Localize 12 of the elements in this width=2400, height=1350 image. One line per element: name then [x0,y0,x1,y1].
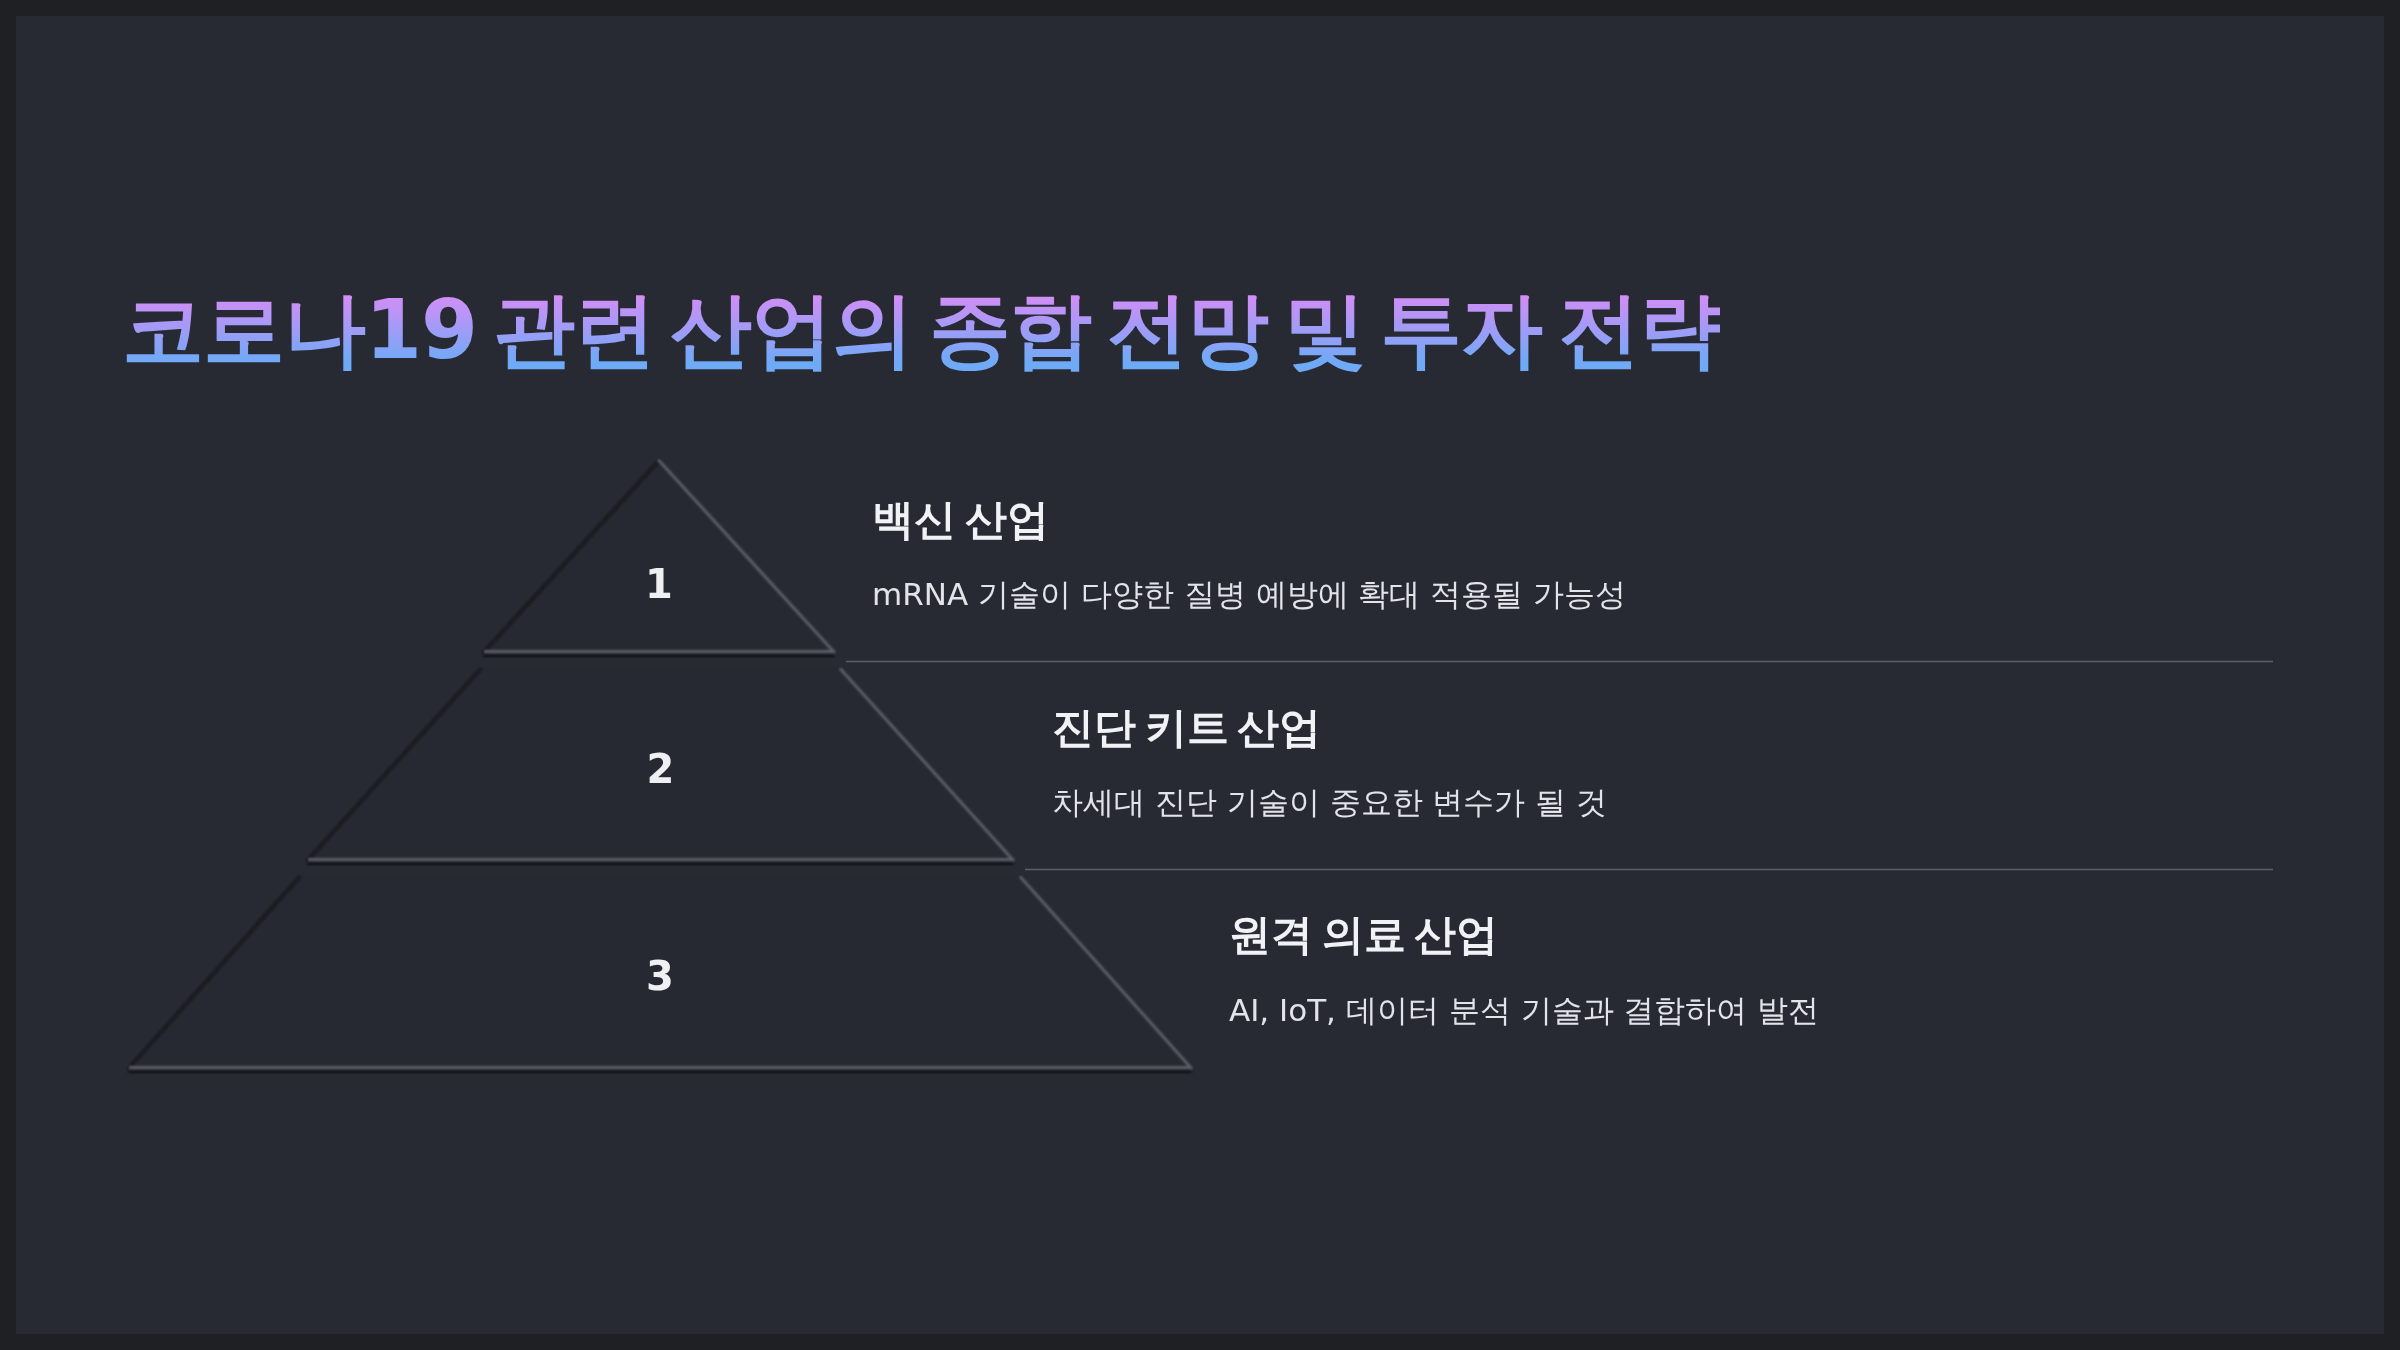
tier-heading: 원격 의료 산업 [1229,910,1499,960]
tier-number: 1 [645,561,673,607]
pyramid-tier [305,667,1016,866]
tier-description: AI, IoT, 데이터 분석 기술과 결합하여 발전 [1229,991,1820,1030]
tier-description: 차세대 진단 기술이 중요한 변수가 될 것 [1052,783,1608,822]
pyramid-tier [481,458,837,658]
tier-number: 2 [646,746,675,792]
tier-heading: 백신 산업 [872,495,1049,545]
tier-number: 3 [646,953,674,999]
tier-heading: 진단 키트 산업 [1052,703,1322,753]
pyramid-tier [126,875,1194,1074]
tier-description: mRNA 기술이 다양한 질병 예방에 확대 적용될 가능성 [872,575,1627,614]
